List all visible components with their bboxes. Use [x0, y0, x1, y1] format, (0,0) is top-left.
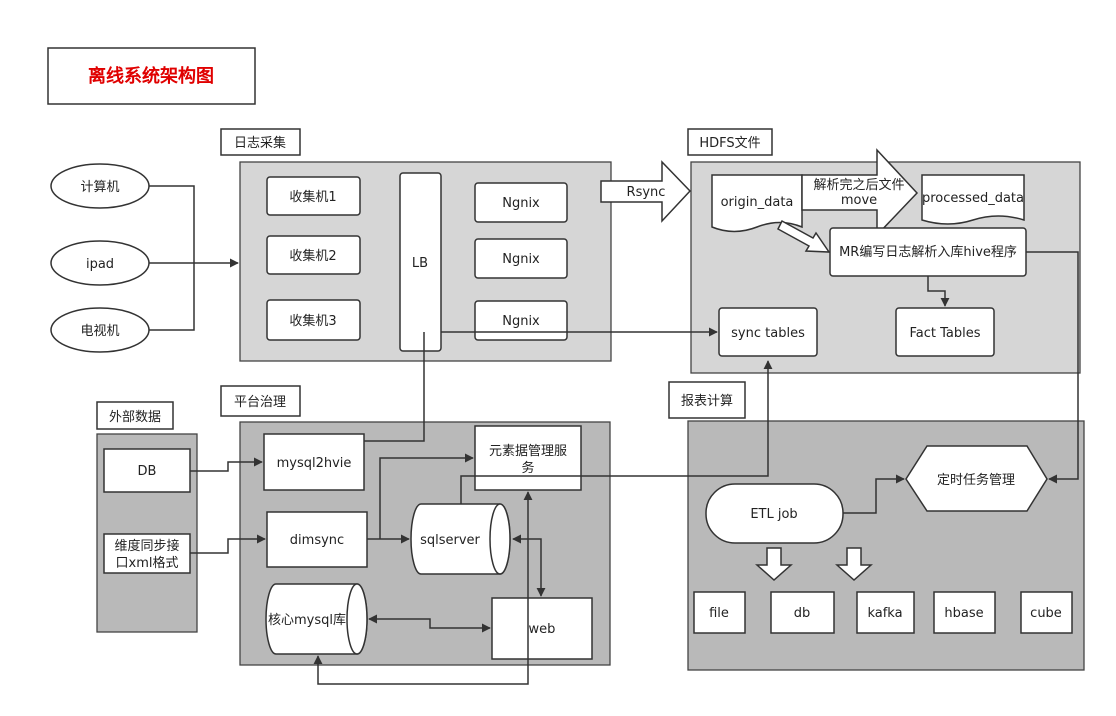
xml-interface-node: 维度同步接 口xml格式 [103, 533, 191, 574]
output-file: file [693, 591, 746, 634]
mr-to-fact-arrow [927, 276, 950, 307]
svg-text:mysql2hvie: mysql2hvie [277, 456, 352, 471]
source-ipad: ipad [50, 240, 150, 286]
external-db-node: DB [103, 448, 191, 493]
svg-text:DB: DB [138, 464, 157, 479]
load-balancer: LB [399, 172, 442, 352]
mysql2hvie-to-lb-line [364, 332, 425, 442]
fact-tables-node: Fact Tables [895, 307, 995, 357]
title-box: 离线系统架构图 [47, 47, 256, 105]
scheduler-node: 定时任务管理 [905, 445, 1048, 512]
output-hbase: hbase [933, 591, 996, 634]
svg-text:平台治理: 平台治理 [234, 395, 286, 410]
svg-text:日志采集: 日志采集 [234, 135, 286, 151]
svg-text:收集机3: 收集机3 [289, 313, 336, 329]
svg-text:Fact Tables: Fact Tables [909, 326, 980, 341]
db-to-mysql2hvie-arrow [190, 457, 263, 472]
output-db: db [770, 591, 835, 634]
svg-text:收集机1: 收集机1 [289, 189, 336, 205]
svg-text:cube: cube [1030, 606, 1062, 621]
svg-text:origin_data: origin_data [721, 195, 794, 210]
core-metadata-loop [313, 491, 533, 685]
svg-text:move: move [841, 193, 877, 208]
web-node: web [491, 597, 593, 660]
etl-down-arrow-2 [835, 547, 873, 582]
svg-text:口xml格式: 口xml格式 [116, 555, 179, 571]
diagram-title: 离线系统架构图 [88, 65, 214, 87]
svg-text:收集机2: 收集机2 [289, 248, 336, 264]
svg-text:Ngnix: Ngnix [502, 196, 540, 211]
svg-text:sync tables: sync tables [731, 326, 805, 341]
svg-text:LB: LB [412, 256, 428, 271]
rsync-arrow: Rsync [600, 160, 692, 223]
sync-tables-node: sync tables [718, 307, 818, 357]
section-label-log-collect: 日志采集 [220, 128, 301, 156]
svg-text:kafka: kafka [867, 606, 902, 621]
ngnix-3: Ngnix [474, 300, 568, 341]
mr-to-scheduler-arrow [1026, 251, 1079, 484]
svg-text:计算机: 计算机 [80, 180, 119, 195]
svg-text:ETL job: ETL job [750, 507, 797, 522]
svg-text:电视机: 电视机 [80, 324, 119, 339]
svg-text:解析完之后文件: 解析完之后文件 [813, 178, 904, 193]
source-connector [149, 185, 195, 331]
svg-text:ipad: ipad [86, 257, 114, 272]
svg-text:Rsync: Rsync [627, 185, 666, 200]
core-mysql-node: 核心mysql库 [265, 583, 368, 655]
processed-data-node: processed_data [921, 174, 1025, 225]
svg-text:务: 务 [521, 460, 534, 476]
source-tv: 电视机 [50, 307, 150, 353]
svg-text:核心mysql库: 核心mysql库 [268, 612, 346, 628]
svg-text:hbase: hbase [944, 606, 983, 621]
svg-text:定时任务管理: 定时任务管理 [937, 472, 1015, 488]
svg-text:MR编写日志解析入库hive程序: MR编写日志解析入库hive程序 [839, 244, 1017, 260]
metadata-service-node: 元素据管理服 务 [474, 425, 582, 491]
etl-to-scheduler-arrow [843, 474, 905, 514]
origin-data-node: origin_data [711, 174, 803, 233]
svg-text:processed_data: processed_data [922, 191, 1024, 206]
etl-down-arrow-1 [755, 547, 793, 582]
svg-text:Ngnix: Ngnix [502, 314, 540, 329]
sqlserver-node: sqlserver [410, 503, 511, 575]
section-label-governance: 平台治理 [220, 385, 301, 417]
collector-1: 收集机1 [266, 176, 361, 216]
ngnix-2: Ngnix [474, 238, 568, 279]
etl-job-node: ETL job [705, 483, 844, 544]
section-label-hdfs: HDFS文件 [687, 128, 773, 156]
svg-text:web: web [529, 622, 556, 637]
section-label-external: 外部数据 [96, 401, 174, 430]
svg-text:元素据管理服: 元素据管理服 [489, 444, 567, 459]
svg-text:sqlserver: sqlserver [420, 533, 480, 548]
svg-text:dimsync: dimsync [290, 533, 344, 548]
output-kafka: kafka [856, 591, 915, 634]
mysql2hvie-node: mysql2hvie [263, 433, 365, 491]
xml-to-dimsync-arrow [190, 534, 266, 554]
svg-text:报表计算: 报表计算 [681, 394, 733, 409]
svg-text:外部数据: 外部数据 [109, 410, 161, 425]
svg-text:Ngnix: Ngnix [502, 252, 540, 267]
section-label-report: 报表计算 [668, 381, 746, 419]
ngnix-1: Ngnix [474, 182, 568, 223]
output-cube: cube [1020, 591, 1073, 634]
svg-text:db: db [794, 606, 811, 621]
mr-program-node: MR编写日志解析入库hive程序 [829, 227, 1027, 277]
move-arrow: 解析完之后文件 move [801, 148, 919, 237]
source-computer: 计算机 [50, 163, 150, 209]
dimsync-node: dimsync [266, 511, 368, 568]
svg-text:HDFS文件: HDFS文件 [699, 136, 760, 151]
sqlserver-to-sync-arrow [460, 360, 773, 504]
svg-text:维度同步接: 维度同步接 [114, 538, 179, 554]
svg-text:file: file [709, 606, 729, 621]
collector-3: 收集机3 [266, 299, 361, 341]
origin-to-mr-arrow [777, 219, 831, 253]
collector-2: 收集机2 [266, 235, 361, 275]
